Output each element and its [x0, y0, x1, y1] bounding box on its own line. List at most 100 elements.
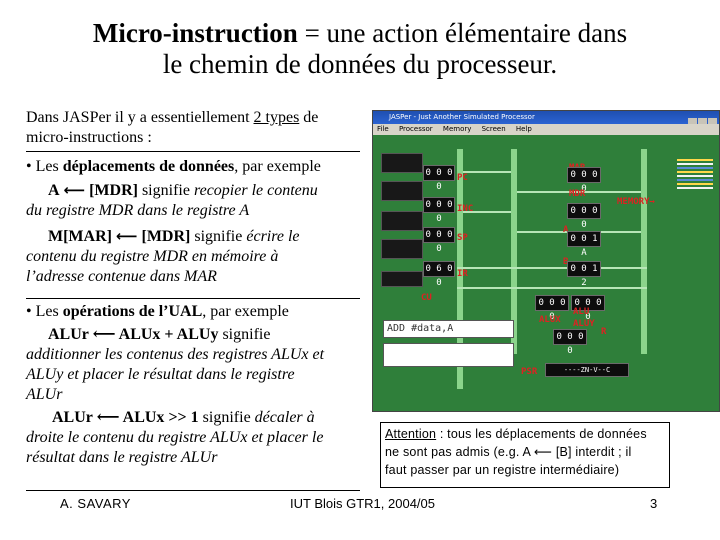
chip-5: [381, 271, 423, 287]
s2-ex1-italic-b: ALUy et placer le résultat dans le regis…: [26, 366, 295, 383]
s1-ex2-arrow: ⟵: [115, 227, 138, 245]
attention-line3: faut passer par un registre intermédiair…: [385, 463, 620, 477]
chip-2: [381, 181, 423, 201]
cable: [677, 187, 713, 189]
title-line1-rest: = une action élémentaire dans: [297, 18, 628, 48]
reg-aluy: 0 0 0 0: [571, 295, 605, 322]
cable: [677, 159, 713, 161]
menu-processor[interactable]: Processor: [398, 125, 433, 133]
chip-3: [381, 211, 423, 231]
label-sp: SP: [457, 233, 468, 243]
label-b: B: [563, 257, 569, 267]
wire-h4: [463, 211, 511, 213]
label-aluy: ALUY: [573, 319, 595, 329]
label-inc: INC: [457, 204, 474, 214]
s1-rest: , par exemple: [234, 158, 321, 175]
s1-ex2-italic-a: écrire le: [246, 228, 300, 245]
intro-post: de: [299, 109, 319, 126]
s2-ex2-italic-c: résultat dans le registre ALUr: [26, 449, 218, 466]
bus-middle: [511, 149, 517, 354]
s1-ex1-rhs: [MDR]: [89, 182, 138, 199]
chip-4: [381, 239, 423, 259]
reg-pc: 0 0 0 0: [423, 165, 455, 192]
attention-line2: ne sont pas admis (e.g. A ⟵ [B] interdit…: [385, 445, 632, 459]
attention-note: Attention : tous les déplacements de don…: [380, 422, 670, 488]
close-icon: [708, 118, 717, 126]
s1-bold: déplacements de données: [62, 158, 235, 175]
cable: [677, 175, 713, 177]
instruction-display: ADD #data,A: [383, 320, 514, 338]
reg-ir: 0 6 0 0: [423, 261, 455, 288]
minimize-icon: [688, 118, 697, 126]
wire-h5: [517, 191, 641, 193]
s2-rest: , par exemple: [202, 303, 289, 320]
wire-h3: [463, 171, 511, 173]
reg-alux: 0 0 0 0: [535, 295, 569, 322]
s1-ex1-lhs: A: [48, 182, 60, 199]
cable: [677, 183, 713, 185]
divider-2: [26, 298, 360, 299]
reg-inc: 0 0 0 0: [423, 197, 455, 224]
attention-label: Attention: [385, 427, 437, 441]
cable: [677, 179, 713, 181]
page-number: 3: [650, 496, 658, 511]
reg-b: 0 0 1 2: [567, 261, 601, 288]
menu-screen[interactable]: Screen: [481, 125, 506, 133]
label-cu: CU: [421, 293, 432, 303]
s2-ex1-italic-a: additionner les contenus des registres A…: [26, 346, 325, 363]
label-a: A: [563, 225, 569, 235]
intro-underlined: 2 types: [253, 109, 300, 126]
wire-h1: [457, 267, 647, 269]
s1-bullet: • Les: [26, 158, 63, 175]
cable: [677, 171, 713, 173]
s2-ex2-code-a: ALUr ⟵ ALUx: [52, 409, 169, 426]
label-alux: ALUX: [539, 315, 561, 325]
reg-mdr: 0 0 0 0: [567, 203, 601, 230]
s1-ex2-italic-c: l’adresse contenue dans MAR: [26, 268, 217, 285]
slide-title: Micro-instruction = une action élémentai…: [0, 18, 720, 80]
s2-ex1-code: ALUr ⟵ ALUx + ALUy: [48, 326, 219, 343]
cable: [677, 167, 713, 169]
s1-ex1-italic-b: du registre MDR dans le registre A: [26, 202, 250, 219]
reg-psr: ----ZN-V--C: [545, 363, 629, 377]
s2-ex2-italic-b: droite le contenu du registre ALUx et pl…: [26, 429, 324, 446]
bus-right: [641, 149, 647, 354]
s2-ex2-verb: signifie: [198, 409, 255, 426]
title-bold: Micro-instruction: [92, 18, 298, 48]
s2-ex1-verb: signifie: [218, 326, 271, 343]
output-panel: [383, 343, 514, 367]
menu-memory[interactable]: Memory: [442, 125, 472, 133]
s1-ex1-italic-a: recopier le contenu: [193, 182, 318, 199]
reg-mar: 0 0 0 0: [567, 167, 601, 194]
wire-h2: [457, 287, 647, 289]
attention-line1: : tous les déplacements de données: [436, 427, 647, 441]
label-pc: PC: [457, 173, 468, 183]
divider-3: [26, 490, 360, 491]
label-memory: MEMORY→: [617, 197, 655, 207]
reg-alur: 0 0 0 0: [553, 329, 587, 356]
intro-pre: Dans JASPer il y a essentiellement: [26, 109, 254, 126]
s2-ex1-italic-c: ALUr: [26, 386, 63, 403]
s2-bullet: • Les: [26, 303, 63, 320]
s1-ex1-verb: signifie: [137, 182, 194, 199]
reg-sp: 0 0 0 0: [423, 227, 455, 254]
s2-bold: opérations de l’UAL: [62, 303, 203, 320]
label-psr: PSR: [521, 367, 538, 377]
menu-help[interactable]: Help: [515, 125, 532, 133]
footer-author: A. SAVARY: [60, 496, 131, 511]
maximize-icon: [698, 118, 707, 126]
section-data-moves: • Les déplacements de données, par exemp…: [26, 157, 371, 287]
footer-course: IUT Blois GTR1, 2004/05: [290, 496, 435, 511]
s1-ex2-verb: signifie: [190, 228, 247, 245]
menu-file[interactable]: File: [377, 125, 389, 133]
s1-ex1-arrow: ⟵: [63, 181, 86, 199]
label-r: R: [601, 327, 607, 337]
intro-line2: micro-instructions :: [26, 129, 152, 146]
title-line2: le chemin de données du processeur.: [162, 49, 558, 79]
window-menubar: File Processor Memory Screen Help: [373, 124, 719, 135]
bus-left: [457, 149, 463, 389]
label-ir: IR: [457, 269, 468, 279]
window-buttons: [687, 113, 717, 131]
s2-ex2-code-b: >> 1: [168, 409, 199, 426]
section-alu-ops: • Les opérations de l’UAL, par exemple A…: [26, 302, 371, 468]
